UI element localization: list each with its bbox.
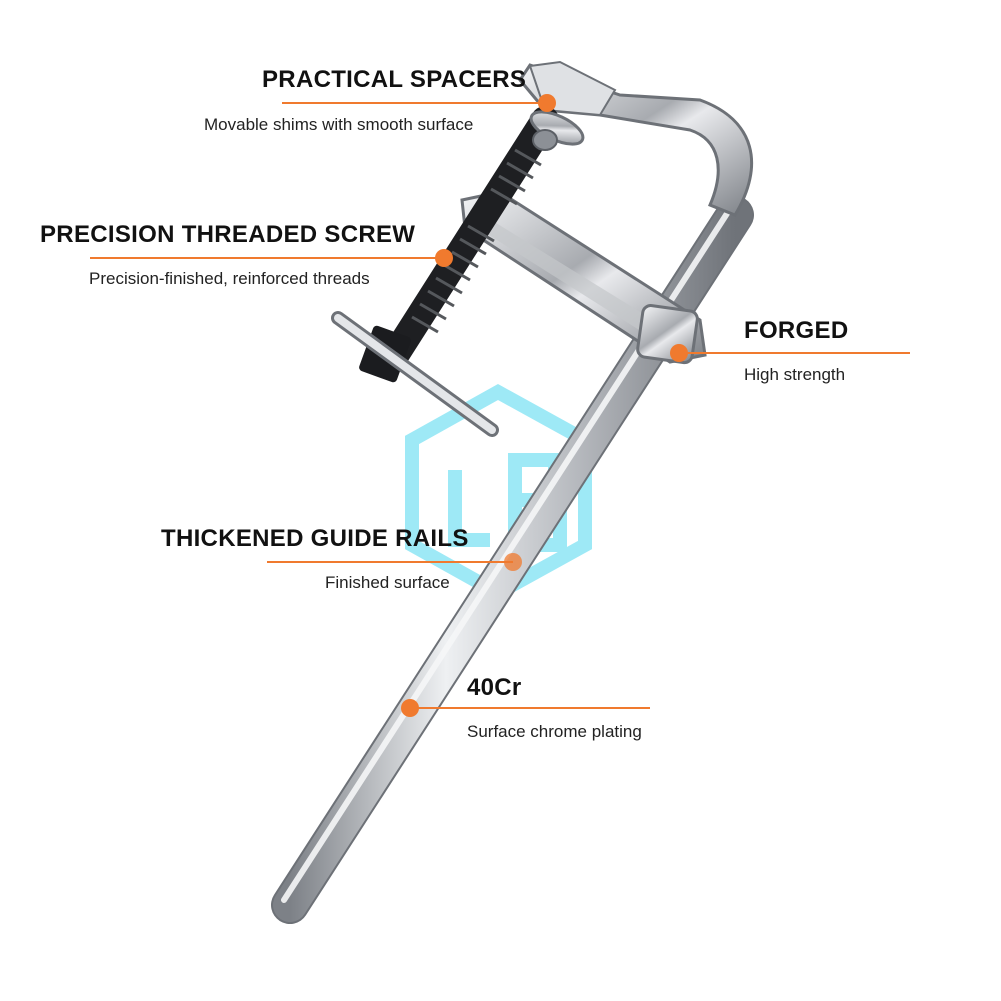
swivel-pad xyxy=(529,110,585,151)
callout-title-screw: PRECISION THREADED SCREW xyxy=(40,221,416,248)
callout-dot-forged xyxy=(670,344,688,362)
callout-title-forged: FORGED xyxy=(744,317,849,344)
callout-dot-40cr xyxy=(401,699,419,717)
callout-subtitle-spacers: Movable shims with smooth surface xyxy=(204,115,474,134)
callout-subtitle-forged: High strength xyxy=(744,365,846,384)
callout-dot-screw xyxy=(435,249,453,267)
callout-title-40cr: 40Cr xyxy=(467,674,522,701)
callout-subtitle-screw: Precision-finished, reinforced threads xyxy=(89,269,370,288)
callout-title-spacers: PRACTICAL SPACERS xyxy=(262,66,527,93)
callout-dot-rails xyxy=(504,553,522,571)
callout-dot-spacers xyxy=(538,94,556,112)
callout-subtitle-40cr: Surface chrome plating xyxy=(467,722,642,741)
callout-title-rails: THICKENED GUIDE RAILS xyxy=(161,525,469,552)
t-handle xyxy=(331,311,499,437)
callout-subtitle-rails: Finished surface xyxy=(325,573,450,592)
